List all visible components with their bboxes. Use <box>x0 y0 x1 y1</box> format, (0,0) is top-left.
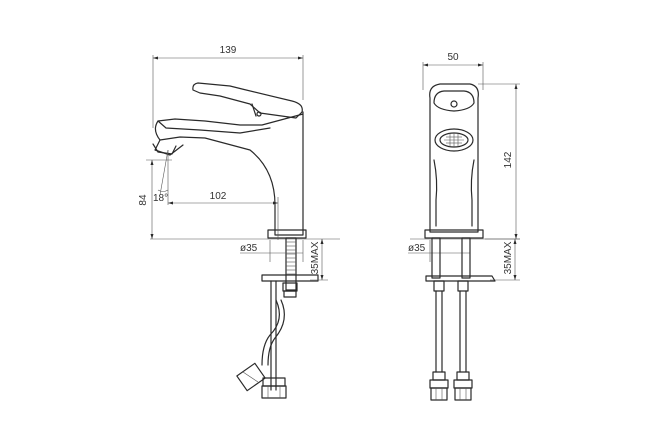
dimension-142: 142 <box>478 83 520 240</box>
dimension-max-side: 35MAX <box>310 239 328 281</box>
dimension-label-139: 139 <box>220 45 237 56</box>
dimension-label-max-front: 35MAX <box>503 241 514 274</box>
spout-aerator <box>152 143 177 155</box>
dimension-label-50: 50 <box>447 52 459 63</box>
flexible-hoses-side <box>236 280 287 399</box>
dimension-angle: 18° <box>153 149 169 205</box>
side-view: 139 84 18° <box>138 45 340 399</box>
base-plate <box>267 229 307 239</box>
dimension-label-102: 102 <box>210 191 227 202</box>
dimension-label-142: 142 <box>503 151 514 168</box>
dimension-label-diameter-front: ø35 <box>408 243 426 254</box>
dimension-label-diameter-side: ø35 <box>240 243 258 254</box>
dimension-84: 84 <box>138 159 172 239</box>
dimension-diameter-side: ø35 <box>240 240 304 262</box>
dimension-label-max-side: 35MAX <box>310 241 321 274</box>
dimension-139: 139 <box>152 45 304 128</box>
dimension-50: 50 <box>422 52 484 90</box>
faucet-body <box>154 111 304 236</box>
dimension-label-84: 84 <box>138 194 149 206</box>
mounting-shank-front <box>425 237 496 292</box>
dimension-diameter-front: ø35 <box>408 240 471 262</box>
dimension-max-front: 35MAX <box>490 239 520 281</box>
dimension-label-angle: 18° <box>153 193 168 204</box>
flexible-hoses-front <box>429 290 473 401</box>
dimension-102: 102 <box>168 191 279 240</box>
faucet-body-front <box>429 83 479 233</box>
threaded-shank <box>261 237 319 298</box>
front-view: 50 142 <box>408 52 520 401</box>
lever-handle <box>192 82 303 119</box>
